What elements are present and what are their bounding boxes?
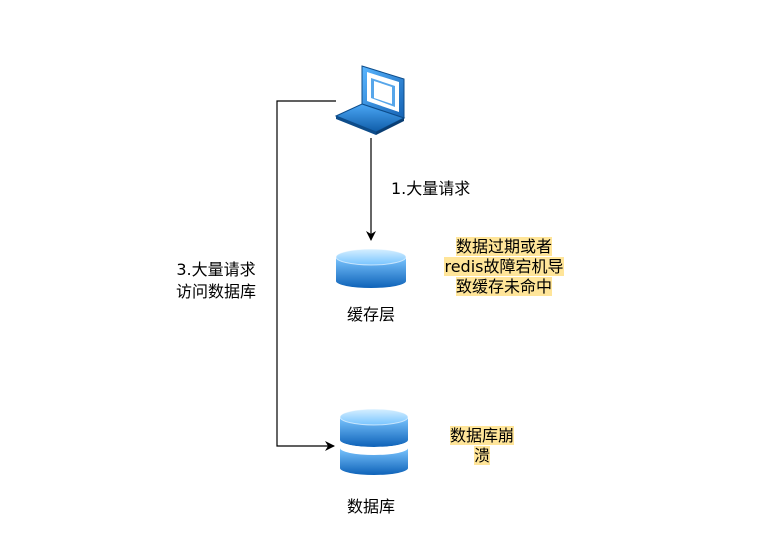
laptop-icon	[334, 65, 406, 135]
db-access-label: 3.大量请求 访问数据库	[168, 259, 264, 303]
database-label: 数据库	[346, 497, 395, 516]
cache-note-line-2: redis故障宕机导	[444, 257, 564, 276]
db-access-label-line2: 访问数据库	[175, 282, 256, 301]
database-icon	[339, 408, 409, 475]
request-label: 1.大量请求	[391, 179, 471, 198]
cache-note-line-1: 数据过期或者	[455, 237, 552, 256]
cache-label: 缓存层	[346, 305, 395, 324]
db-crash-note: 数据库崩 溃	[436, 426, 528, 466]
cache-note-line-3: 致缓存未命中	[455, 277, 552, 296]
db-note-line-2: 溃	[473, 446, 490, 465]
db-access-arrow	[276, 100, 336, 451]
db-access-label-line1: 3.大量请求	[176, 260, 256, 279]
cache-miss-note: 数据过期或者 redis故障宕机导 致缓存未命中	[430, 237, 578, 297]
db-note-line-1: 数据库崩	[449, 426, 514, 445]
cache-database-icon	[335, 248, 407, 288]
